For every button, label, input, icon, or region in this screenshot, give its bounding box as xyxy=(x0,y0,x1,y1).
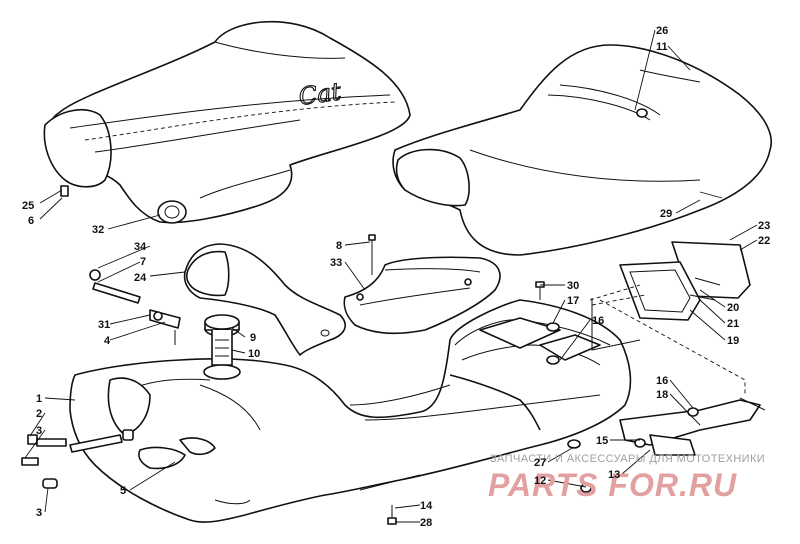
callout-20: 20 xyxy=(727,302,739,314)
callout-12: 12 xyxy=(534,475,546,487)
seat-cover-knob xyxy=(157,200,187,224)
seat-assembly-left: Cat xyxy=(43,20,411,224)
hardware-bits xyxy=(387,281,699,525)
callout-10: 10 xyxy=(248,348,260,360)
callout-30: 30 xyxy=(567,280,579,292)
backrest-cover xyxy=(183,243,346,356)
fuel-cap xyxy=(203,314,241,380)
callout-18: 18 xyxy=(656,389,668,401)
callout-2: 2 xyxy=(36,408,42,420)
screw-8 xyxy=(368,234,376,275)
callout-27: 27 xyxy=(534,457,546,469)
callout-17: 17 xyxy=(567,295,579,307)
rivet-3 xyxy=(21,434,123,489)
mount-bracket xyxy=(599,299,766,456)
callout-11: 11 xyxy=(656,41,668,53)
leader-lines xyxy=(24,29,758,523)
callout-21: 21 xyxy=(727,318,739,330)
callout-26: 26 xyxy=(656,25,668,37)
pin-7 xyxy=(89,269,141,304)
seat-script-logo: Cat xyxy=(297,77,343,111)
callout-32: 32 xyxy=(92,224,104,236)
watermark-brand: PARTS FOR.RU xyxy=(488,467,737,503)
callout-24: 24 xyxy=(134,272,147,284)
callout-16-upper: 16 xyxy=(592,315,604,327)
callout-23: 23 xyxy=(758,220,770,232)
callout-34: 34 xyxy=(134,241,147,253)
callout-13: 13 xyxy=(608,469,620,481)
taillight-assembly xyxy=(589,241,751,351)
clip-fastener-25-6 xyxy=(60,185,69,197)
callout-16-lower: 16 xyxy=(656,375,668,387)
callout-15: 15 xyxy=(596,435,608,447)
callout-29: 29 xyxy=(660,208,672,220)
callout-19: 19 xyxy=(727,335,739,347)
callout-25: 25 xyxy=(22,200,34,212)
callout-3-lower: 3 xyxy=(36,507,42,519)
rivet-2 xyxy=(27,429,134,447)
callout-4: 4 xyxy=(104,335,111,347)
callout-7: 7 xyxy=(140,256,146,268)
callout-22: 22 xyxy=(758,235,770,247)
seat-assembly-right xyxy=(392,44,772,256)
callout-28: 28 xyxy=(420,517,432,529)
fitting-4 xyxy=(149,309,181,345)
callout-1: 1 xyxy=(36,393,42,405)
callout-labels: 25 6 32 34 7 24 31 4 9 10 1 2 3 5 3 8 33… xyxy=(22,25,770,529)
callout-8: 8 xyxy=(336,240,342,252)
callout-9: 9 xyxy=(250,332,256,344)
storage-tray xyxy=(343,256,501,335)
watermark-caption: ЗАПЧАСТИ И АКСЕССУАРЫ ДЛЯ МОТОТЕХНИКИ xyxy=(490,453,765,465)
callout-14: 14 xyxy=(420,500,433,512)
callout-3-upper: 3 xyxy=(36,425,42,437)
callout-31: 31 xyxy=(98,319,110,331)
callout-6: 6 xyxy=(28,215,34,227)
callout-5: 5 xyxy=(120,485,126,497)
seat-strap-29 xyxy=(699,191,723,199)
callout-33: 33 xyxy=(330,257,342,269)
